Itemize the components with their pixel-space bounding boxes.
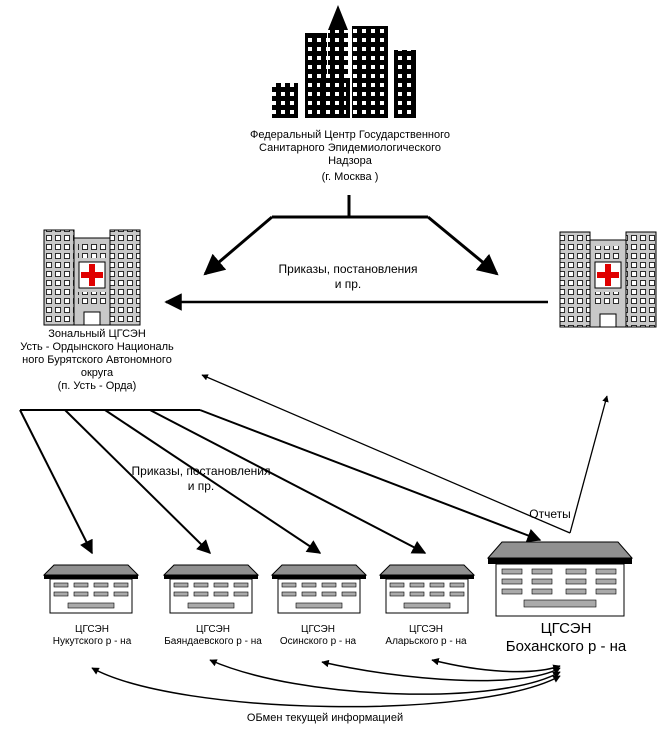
district-name-1: Нукутского р - на [52, 636, 132, 647]
district-title-4: ЦГСЭН [409, 624, 443, 635]
middle-orders-label: Приказы, постановления и пр. [131, 464, 271, 493]
reports-label: Отчеты [529, 507, 571, 521]
district-title-2: ЦГСЭН [196, 624, 230, 635]
district-title-3: ЦГСЭН [301, 624, 335, 635]
district-building-icons [42, 564, 476, 614]
district-title-1: ЦГСЭН [75, 624, 109, 635]
zonal-center-location: (п. Усть - Орда) [57, 380, 137, 392]
main-district-title: ЦГСЭН [540, 620, 592, 637]
zonal-center-name: Зональный ЦГСЭН Усть - Ордынского Национ… [20, 328, 174, 379]
main-district-building-icon [486, 541, 634, 617]
main-district-name: Боханского р - на [505, 638, 627, 655]
district-name-2: Баяндаевского р - на [164, 636, 262, 647]
district-orders-arrows [19, 409, 542, 555]
federal-center-location: (г. Москва ) [321, 171, 379, 183]
federal-center-name: Федеральный Центр Государственного Санит… [249, 129, 451, 167]
district-name-4: Аларьского р - на [385, 636, 467, 647]
reports-arrows [201, 374, 609, 534]
district-name-3: Осинского р - на [279, 636, 357, 647]
information-exchange-arrows [91, 657, 561, 708]
federal-center-building-icon [272, 5, 416, 118]
orders-fork-arrows [203, 195, 499, 276]
zonal-center-hospital-icon [43, 229, 141, 326]
top-orders-label: Приказы, постановления и пр. [278, 262, 418, 291]
regional-hospital-icon [559, 231, 657, 328]
exchange-label: ОБмен текущей информацией [246, 712, 404, 724]
